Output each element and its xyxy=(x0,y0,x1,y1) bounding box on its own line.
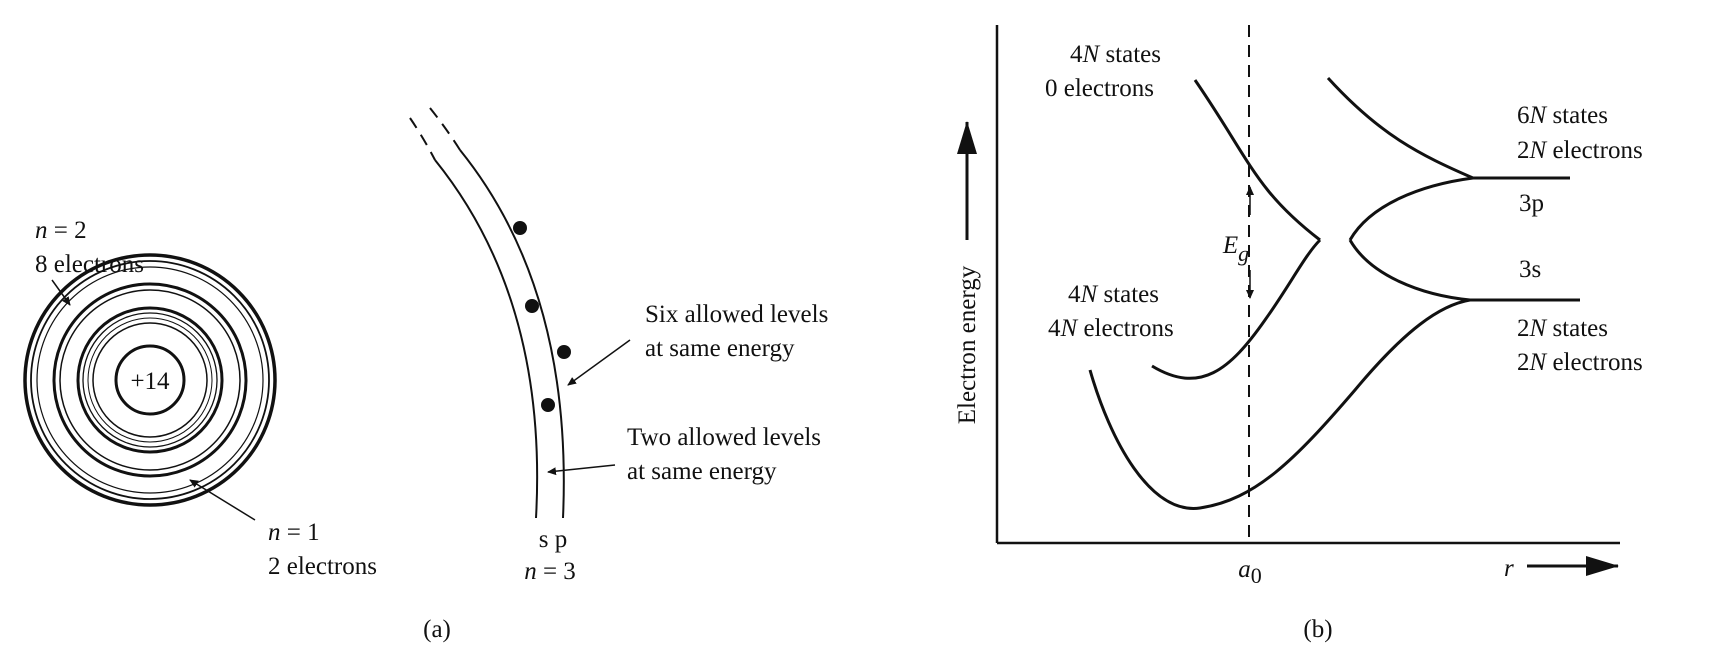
n3-p-subshell-dashed xyxy=(429,107,461,151)
n1-arrow xyxy=(189,479,256,521)
upper-band-label-line2: 0 electrons xyxy=(1045,75,1154,102)
middle-shell xyxy=(52,282,248,478)
electron-dot xyxy=(557,345,571,359)
inner-shell-n1-line xyxy=(82,312,218,448)
six-levels-arrow xyxy=(567,339,631,386)
panel-a: +14 n = 2 8 electrons n = 1 2 electrons … xyxy=(23,107,828,643)
s-level-name: 3s xyxy=(1519,256,1541,283)
inner-shell-n1 xyxy=(76,306,224,454)
p-level-label-line1: 6N states xyxy=(1517,102,1608,129)
silicon-atom: +14 xyxy=(23,253,277,507)
upper-band-curve xyxy=(1193,79,1321,242)
s-level-lower-curve xyxy=(1088,298,1471,510)
n2-label: n = 2 xyxy=(35,217,87,244)
s-level-upper-curve xyxy=(1348,239,1580,302)
n3-label: n = 3 xyxy=(524,558,576,585)
p-level-upper-curve xyxy=(1326,76,1570,180)
n3-p-subshell-arc xyxy=(459,149,565,519)
n1-electrons-label: 2 electrons xyxy=(268,553,377,580)
electron-dot xyxy=(541,398,555,412)
inner-shell-n1-line-3 xyxy=(92,322,208,438)
p-level-label-line2: 2N electrons xyxy=(1517,137,1643,164)
lower-band-label-line1: 4N states xyxy=(1068,281,1159,308)
upper-band-label-line1: 4N states xyxy=(1070,41,1161,68)
y-axis-label: Electron energy xyxy=(954,265,981,424)
nucleus xyxy=(114,344,186,416)
sp-label: s p xyxy=(539,526,567,553)
two-levels-arrow xyxy=(547,464,616,476)
gap-label: Eg xyxy=(1222,232,1249,266)
a0-label: a0 xyxy=(1238,556,1262,588)
middle-shell-line xyxy=(59,289,241,471)
panel-b: Electron energy r a0 Eg 4N states 0 elec… xyxy=(954,25,1643,643)
nucleus-label: +14 xyxy=(130,368,170,395)
inner-shell-n1-line-2 xyxy=(87,317,213,443)
two-levels-label-line2: at same energy xyxy=(627,458,777,485)
n1-label: n = 1 xyxy=(268,519,320,546)
panel-b-caption: (b) xyxy=(1303,616,1332,643)
electron-dot xyxy=(513,221,527,235)
outer-shell-n2-inner-line-2 xyxy=(36,266,264,494)
n3-s-subshell-arc xyxy=(434,159,539,519)
panel-a-caption: (a) xyxy=(423,616,451,643)
lower-band-curve xyxy=(1151,238,1322,380)
electron-dot xyxy=(525,299,539,313)
s-level-label-line2: 2N electrons xyxy=(1517,349,1643,376)
p-level-name: 3p xyxy=(1519,190,1544,217)
six-levels-label-line2: at same energy xyxy=(645,335,795,362)
outer-shell-n2-inner-line xyxy=(30,260,270,500)
six-levels-label-line1: Six allowed levels xyxy=(645,301,828,328)
n2-arrow xyxy=(51,279,71,306)
p-level-lower-curve xyxy=(1348,176,1474,241)
x-axis-label: r xyxy=(1504,555,1514,582)
outer-shell-n2 xyxy=(23,253,277,507)
n3-s-subshell-dashed xyxy=(409,117,436,161)
two-levels-label-line1: Two allowed levels xyxy=(627,424,821,451)
lower-band-label-line2: 4N electrons xyxy=(1048,315,1174,342)
n2-electrons-label: 8 electrons xyxy=(35,251,144,278)
s-level-label-line1: 2N states xyxy=(1517,315,1608,342)
